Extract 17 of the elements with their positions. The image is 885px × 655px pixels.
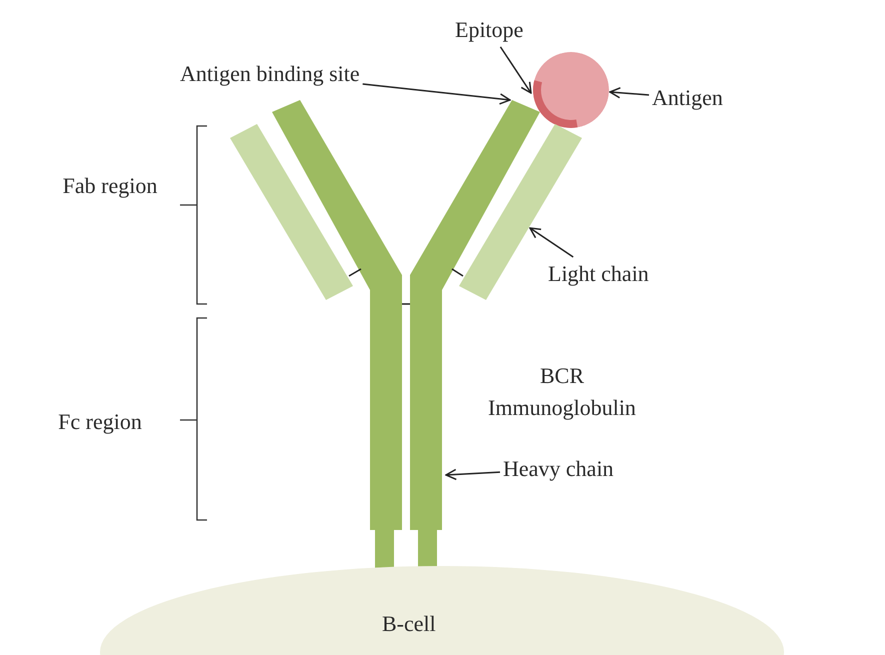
region-label: Fab region	[62, 172, 158, 200]
leader-line	[609, 87, 650, 98]
leader-line	[529, 227, 574, 258]
part-label: Light chain	[548, 260, 649, 288]
region-label: BCR Immunoglobulin	[487, 362, 637, 422]
disulfide-bond	[402, 303, 410, 305]
leader-line	[500, 46, 532, 94]
leader-line	[445, 468, 500, 480]
part-label: Epitope	[455, 16, 524, 44]
region-label: Fc region	[57, 408, 143, 436]
part-label: B-cell	[382, 610, 436, 638]
leader-line	[362, 83, 511, 105]
disulfide-bond	[348, 268, 362, 277]
disulfide-bond	[452, 268, 464, 277]
part-label: Antigen binding site	[180, 60, 360, 88]
part-label: Heavy chain	[503, 455, 614, 483]
part-label: Antigen	[652, 84, 723, 112]
